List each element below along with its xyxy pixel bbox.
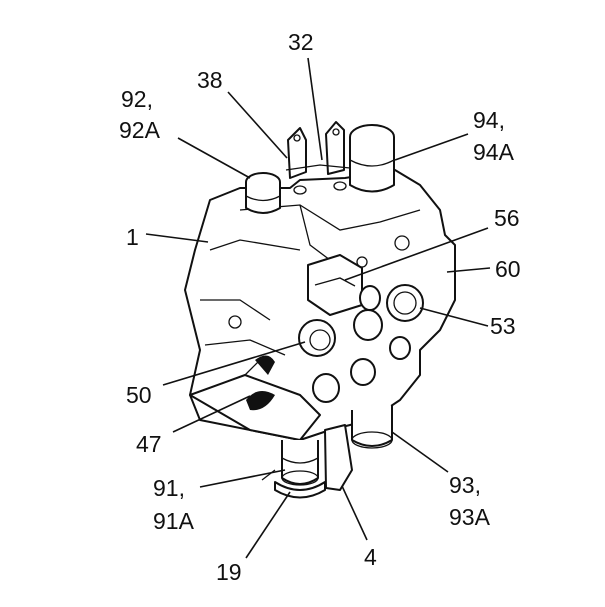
leader-60 xyxy=(446,267,491,273)
label-91-line1: 91, xyxy=(153,475,185,501)
label-94-line2: 94A xyxy=(473,139,515,165)
leader-56 xyxy=(344,227,489,281)
label-56: 56 xyxy=(494,205,520,231)
label-38: 38 xyxy=(197,67,223,93)
leader-19 xyxy=(245,491,291,559)
leader-38 xyxy=(227,91,288,159)
label-50: 50 xyxy=(126,382,152,408)
leader-50 xyxy=(162,341,306,386)
label-4: 4 xyxy=(364,544,377,570)
leader-47 xyxy=(172,395,251,433)
label-1: 1 xyxy=(126,224,139,250)
front-fittings xyxy=(246,254,424,411)
leader-94 xyxy=(394,133,469,161)
top-fittings xyxy=(245,121,395,214)
label-47: 47 xyxy=(136,431,162,457)
label-92-line2: 92A xyxy=(119,117,161,143)
label-94-line1: 94, xyxy=(473,107,505,133)
label-32: 32 xyxy=(288,29,314,55)
leader-32 xyxy=(307,57,323,161)
leader-91 xyxy=(199,469,286,488)
bottom-fittings xyxy=(261,405,393,499)
label-91-line2: 91A xyxy=(153,508,195,534)
leader-1 xyxy=(145,233,209,243)
label-19: 19 xyxy=(216,559,242,585)
leader-lines xyxy=(145,57,491,559)
label-92-line1: 92, xyxy=(121,86,153,112)
label-93-line1: 93, xyxy=(449,472,481,498)
label-60: 60 xyxy=(495,256,521,282)
leader-53 xyxy=(419,307,489,327)
leader-93 xyxy=(391,431,449,473)
label-93-line2: 93A xyxy=(449,504,491,530)
leader-92 xyxy=(177,137,251,179)
callout-labels: 32 38 92, 92A 94, 94A 1 56 60 53 50 47 9… xyxy=(119,29,521,585)
label-53: 53 xyxy=(490,313,516,339)
leader-4 xyxy=(341,485,368,541)
